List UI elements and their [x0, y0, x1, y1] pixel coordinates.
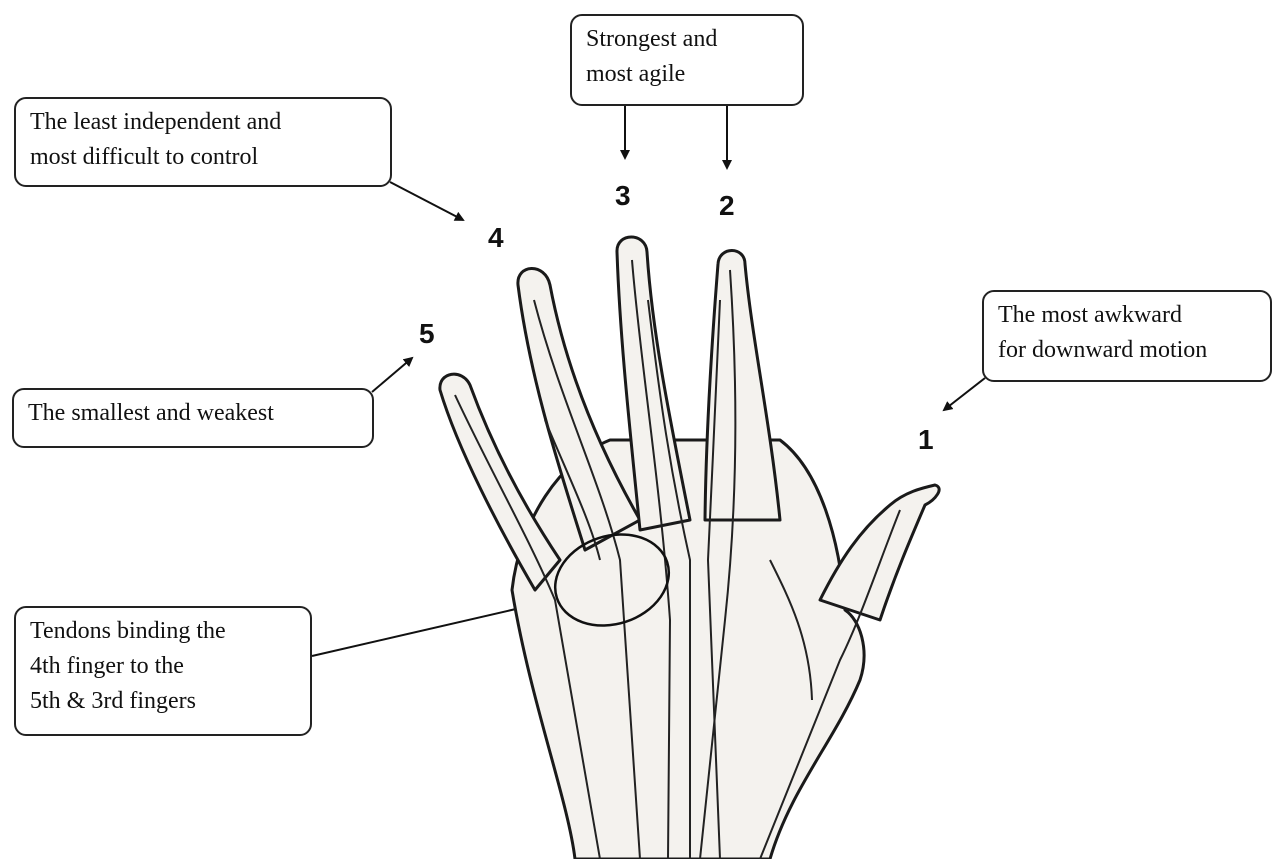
callout-tendons: Tendons binding the 4th finger to the 5t… — [14, 606, 312, 736]
callout-tendons-line-3: 5th & 3rd fingers — [30, 684, 296, 719]
arrow-to-finger-4 — [390, 182, 463, 220]
callout-least-independent-line-2: most difficult to control — [30, 140, 376, 175]
arrow-to-finger-5 — [372, 358, 412, 392]
finger-number-2: 2 — [719, 190, 735, 222]
callout-least-independent: The least independent and most difficult… — [14, 97, 392, 187]
callout-most-awkward-line-1: The most awkward — [998, 298, 1256, 333]
arrow-to-finger-1 — [944, 378, 985, 410]
finger-number-4: 4 — [488, 222, 504, 254]
callout-strongest-line-2: most agile — [586, 57, 788, 92]
callout-strongest-line-1: Strongest and — [586, 22, 788, 57]
finger-number-1: 1 — [918, 424, 934, 456]
callout-most-awkward-line-2: for downward motion — [998, 333, 1256, 368]
callout-smallest: The smallest and weakest — [12, 388, 374, 448]
finger-number-5: 5 — [419, 318, 435, 350]
callout-strongest: Strongest and most agile — [570, 14, 804, 106]
callout-smallest-line-1: The smallest and weakest — [28, 396, 358, 431]
callout-tendons-line-2: 4th finger to the — [30, 649, 296, 684]
callout-least-independent-line-1: The least independent and — [30, 105, 376, 140]
callout-most-awkward: The most awkward for downward motion — [982, 290, 1272, 382]
finger-number-3: 3 — [615, 180, 631, 212]
callout-tendons-line-1: Tendons binding the — [30, 614, 296, 649]
